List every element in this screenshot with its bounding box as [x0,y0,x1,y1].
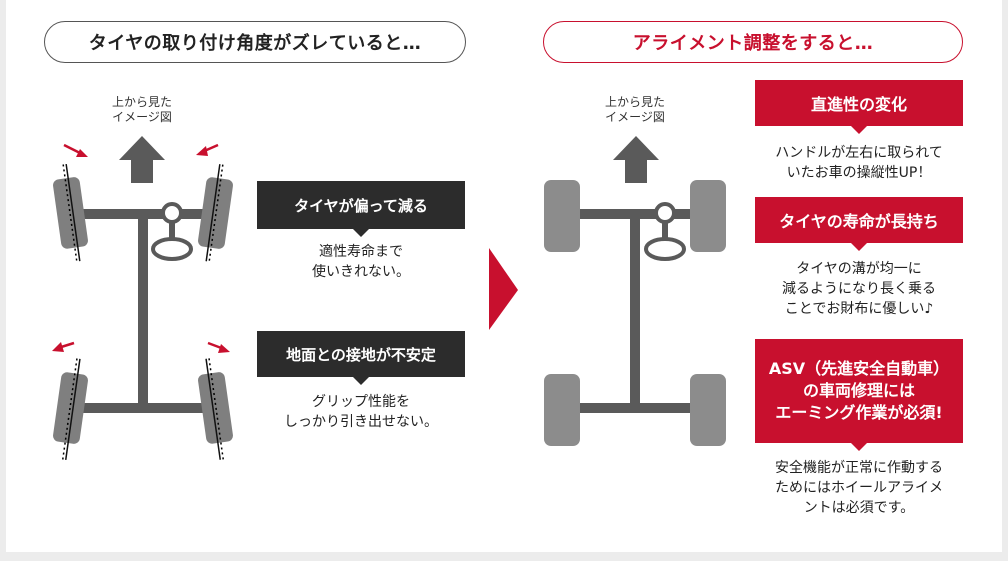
problem-desc-unstable-contact: グリップ性能を しっかり引き出せない。 [257,392,465,432]
tire-front-right [690,180,726,252]
problem-label-unstable-contact: 地面との接地が不安定 [257,331,465,385]
right-diagram-caption: 上から見た イメージ図 [590,95,680,125]
problem-desc-uneven-wear: 適性寿命まで 使いきれない。 [257,242,465,282]
benefit-label-straight-line: 直進性の変化 [755,80,963,134]
center-shaft [630,216,640,408]
desc-line: 使いきれない。 [312,264,410,280]
desc-line: しっかり引き出せない。 [284,414,438,430]
benefit-desc-straight-line: ハンドルが左右に取られて いたお車の操縦性UP！ [775,145,943,181]
caption-line: 上から見た [111,95,172,109]
tire-rear-right [690,374,726,446]
tire-rear-left [544,374,580,446]
left-car-diagram [52,136,233,461]
tire-front-left [544,180,580,252]
triangle-right-icon [489,248,518,330]
center-shaft [138,216,148,408]
small-red-arrow-icon [207,341,230,353]
left-diagram-caption: 上から見た イメージ図 [97,95,187,125]
up-arrow-icon [119,136,165,183]
small-red-arrow-icon [52,341,75,352]
benefit-desc-asv-aiming: 安全機能が正常に作動する ためにはホイールアライメ ントは必須です。 [775,460,943,516]
steering-wheel-icon [644,202,686,261]
caption-line: イメージ図 [112,110,172,124]
front-axle [82,209,208,219]
front-axle [570,209,700,219]
tire-rear-left [53,358,88,461]
up-arrow-icon [613,136,659,183]
tire-front-right [198,164,233,262]
problem-label-uneven-wear: タイヤが偏って減る [257,181,465,237]
tire-front-left [53,163,88,262]
benefit-label-tire-life: タイヤの寿命が長持ち [755,197,963,251]
desc-line: グリップ性能を [312,394,410,410]
benefit-desc-tire-life: タイヤの溝が均一に 減るようになり長く乗る ことでお財布に優しい♪ [782,261,936,317]
right-heading: アライメント調整をすると… [543,21,963,63]
benefit-label-asv-aiming: ASV（先進安全自動車） の車両修理には エーミング作業が必須! [755,339,963,451]
caption-line: イメージ図 [605,110,665,124]
tire-rear-right [198,358,233,460]
steering-wheel-icon [151,202,193,261]
caption-line: 上から見た [604,95,665,109]
left-heading: タイヤの取り付け角度がズレていると… [44,21,466,63]
small-red-arrow-icon [63,143,88,157]
small-red-arrow-icon [196,143,219,156]
desc-line: 適性寿命まで [319,244,403,260]
right-car-diagram [544,136,726,446]
